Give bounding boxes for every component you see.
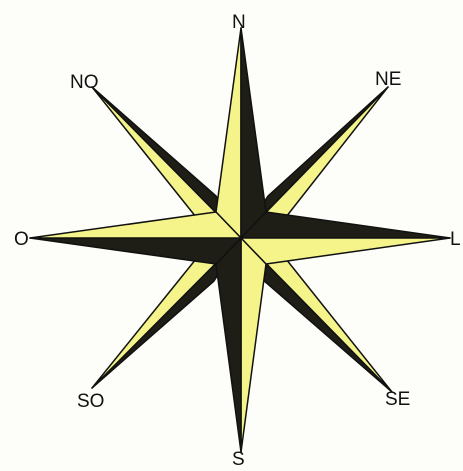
- arm-n: [216, 28, 266, 238]
- label-southeast: SE: [385, 390, 410, 409]
- arm-w-half-a: [30, 238, 241, 264]
- arm-s: [216, 238, 266, 452]
- arm-e-half-b: [241, 238, 450, 264]
- label-east: L: [450, 230, 461, 249]
- label-north: N: [232, 13, 246, 32]
- arm-w-half-b: [30, 212, 241, 238]
- arm-w: [30, 212, 241, 264]
- label-south: S: [232, 450, 245, 469]
- arm-n-half-a: [216, 28, 241, 238]
- label-southwest: SO: [77, 392, 104, 411]
- arm-n-half-b: [241, 28, 266, 238]
- arm-s-half-b: [216, 238, 241, 452]
- arm-s-half-a: [241, 238, 266, 452]
- label-northwest: NO: [70, 73, 99, 92]
- arm-e-half-a: [241, 212, 450, 238]
- label-west: O: [14, 230, 29, 249]
- label-northeast: NE: [375, 70, 401, 89]
- arm-e: [241, 212, 450, 264]
